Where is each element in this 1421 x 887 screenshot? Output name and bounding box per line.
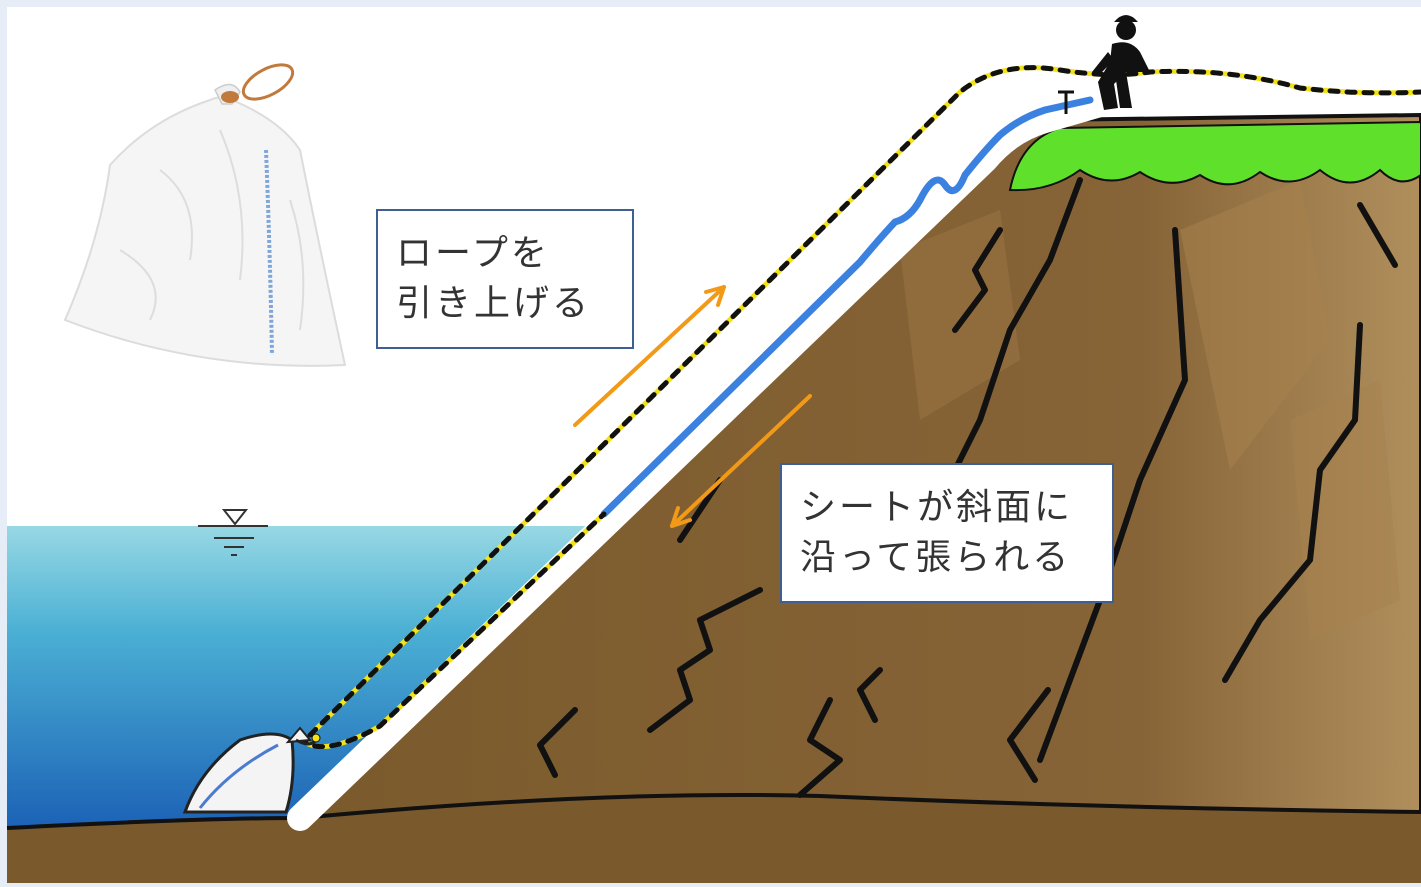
- water-level-marker-icon: [198, 509, 268, 556]
- worker-pulling-rope-icon: [1092, 15, 1150, 111]
- cracks: [537, 177, 1398, 798]
- label-sheet-line2: 沿って張られる: [800, 537, 1072, 578]
- seabed-line: [6, 792, 1421, 830]
- sheet-band: [287, 91, 1113, 831]
- label-pull-rope-line1: ロープを: [396, 233, 550, 274]
- anchor-stake-icon: [1058, 90, 1074, 114]
- blue-sheet: [600, 96, 1094, 518]
- label-sheet-line1: シートが斜面に: [800, 487, 1074, 528]
- sandbag-icon: [182, 726, 321, 814]
- soil-shade: [1180, 180, 1330, 470]
- label-pull-rope: ロープを 引き上げる: [376, 209, 634, 349]
- arrow-up-icon: [573, 285, 726, 427]
- soil-shade: [1290, 380, 1400, 640]
- arrow-down-head: [670, 506, 692, 528]
- sandbag-product-icon: [63, 63, 347, 367]
- seabed: [7, 794, 1421, 883]
- arrows: [573, 285, 812, 528]
- label-sheet-tensioned: シートが斜面に 沿って張られる: [780, 463, 1114, 603]
- arrow-down-icon: [670, 394, 812, 528]
- label-pull-rope-line2: 引き上げる: [396, 283, 592, 324]
- arrow-up-head: [704, 285, 726, 307]
- soil-shade: [900, 210, 1020, 420]
